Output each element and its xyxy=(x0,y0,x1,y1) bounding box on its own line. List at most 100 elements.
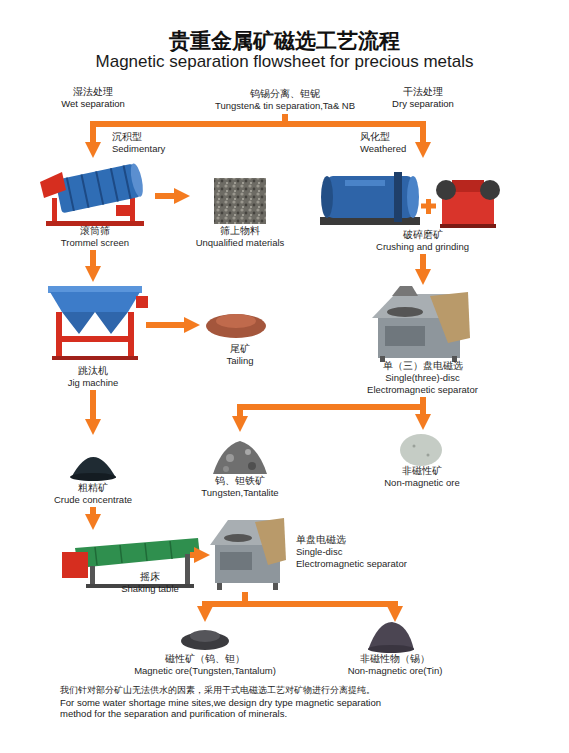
edge-label: 沉积型 Sedimentary xyxy=(112,131,174,155)
single-disc-separator-illustration xyxy=(210,518,286,590)
jig-illustration xyxy=(62,312,128,334)
flow-arrow xyxy=(245,592,395,611)
single-disc-separator-illustration xyxy=(224,534,252,542)
trommel-illustration xyxy=(40,172,66,198)
disc-separator-illustration xyxy=(430,292,470,343)
node-title: 摇床 xyxy=(140,571,160,583)
trommel-illustration xyxy=(67,166,131,211)
flow-arrow xyxy=(285,114,423,147)
process-node: 磁性矿（钨、钽）Magnetic ore(Tungsten,Tantalum) xyxy=(125,622,285,678)
single-disc-separator-illustration xyxy=(255,518,286,565)
process-label: 干法处理 xyxy=(373,86,473,98)
node-title: 跳汰机 xyxy=(78,365,108,377)
tailing-pile xyxy=(206,314,266,338)
node-subtitle: Jig machine xyxy=(68,377,119,389)
process-node: 滚筒筛Trommel screen xyxy=(35,158,155,250)
node-subtitle: Tungsten,Tantalite xyxy=(201,487,278,499)
node-subtitle: Crude concentrate xyxy=(54,494,132,506)
ball-mill-illustration xyxy=(345,180,385,186)
process-node: 摇床Shaking table xyxy=(50,530,190,596)
node-subtitle: Magnetic ore(Tungsten,Tantalum) xyxy=(134,665,276,677)
flow-arrow xyxy=(205,592,245,611)
node-title: 非磁性物（锡） xyxy=(360,653,430,665)
jig-illustration xyxy=(136,296,148,308)
shaking-table-illustration xyxy=(95,541,172,565)
node-subtitle: Tungsten& tin separation,Ta& NB xyxy=(215,100,355,112)
oversize-material-sample xyxy=(214,178,266,224)
process-node: 单（三）盘电磁选Single(three)-disc Electromagnet… xyxy=(355,285,490,397)
flow-arrow xyxy=(190,552,199,558)
node-subtitle: Non-magnetic ore xyxy=(384,477,460,489)
non-magnetic-sample xyxy=(427,454,430,457)
shaking-table-illustration xyxy=(62,538,200,588)
node-subtitle: Single-disc Electromagnetic separator xyxy=(296,546,410,570)
jaw-crusher-illustration xyxy=(436,180,500,228)
process-node: 跳汰机Jig machine xyxy=(40,282,146,390)
process-node: 钨、钽铁矿Tungsten,Tantalite xyxy=(195,432,285,500)
process-node: 尾矿Tailing xyxy=(200,300,280,368)
node-subtitle: Shaking table xyxy=(121,583,179,595)
magnetic-ore-pile xyxy=(181,630,229,650)
node-title: 钨、钽铁矿 xyxy=(215,475,265,487)
jig-illustration xyxy=(52,356,138,360)
flow-arrow xyxy=(420,254,426,274)
crude-concentrate-pile xyxy=(70,473,116,481)
tailing-pile xyxy=(216,314,256,328)
disc-separator-illustration xyxy=(385,326,425,346)
single-disc-separator-illustration xyxy=(220,552,252,570)
shaking-table-illustration xyxy=(185,554,190,584)
node-title: 滚筒筛 xyxy=(80,225,110,237)
tantalite-pile xyxy=(213,441,267,474)
node-title: 非磁性矿 xyxy=(402,465,442,477)
shaking-table-illustration xyxy=(75,538,200,568)
ball-mill-illustration xyxy=(321,176,333,218)
node-subtitle: Non-magnetic ore(Tin) xyxy=(348,665,443,677)
jaw-crusher-illustration xyxy=(452,180,484,192)
node-subtitle: Single(three)-disc Electromagnetic separ… xyxy=(355,372,490,396)
non-magnetic-sample xyxy=(400,434,442,466)
tin-ore-pile xyxy=(368,622,414,653)
shaking-table-illustration xyxy=(62,552,88,578)
flow-arrow xyxy=(93,114,285,147)
node-title: 钨锡分离、钽铌 xyxy=(250,88,320,100)
ball-mill-illustration xyxy=(320,217,420,225)
disc-separator-illustration xyxy=(372,286,470,362)
jig-illustration xyxy=(50,292,140,312)
trommel-illustration xyxy=(128,162,145,197)
node-title: 单盘电磁选 xyxy=(296,534,346,546)
node-title: 粗精矿 xyxy=(78,482,108,494)
node-title: 筛上物料 xyxy=(220,225,260,237)
plus-symbol xyxy=(421,199,436,214)
trommel-illustration xyxy=(40,162,145,226)
process-node: 非磁性物（锡）Non-magnetic ore(Tin) xyxy=(325,622,465,678)
process-node: 钨锡分离、钽铌Tungsten& tin separation,Ta& NB xyxy=(170,86,400,114)
plus-symbol xyxy=(421,199,436,214)
footnote: For some water shortage mine sites,we de… xyxy=(60,697,385,720)
single-disc-separator-illustration xyxy=(273,583,278,590)
jig-illustration xyxy=(56,336,134,342)
node-subtitle: Tailing xyxy=(227,355,254,367)
tin-ore-pile xyxy=(368,645,414,653)
tantalite-pile xyxy=(213,441,267,474)
jig-illustration xyxy=(48,286,142,293)
ball-mill-illustration xyxy=(394,172,402,222)
non-magnetic-sample xyxy=(413,445,416,448)
tantalite-pile xyxy=(226,454,234,462)
edge-label: 风化型 Weathered xyxy=(360,131,415,155)
process-node: 粗精矿Crude concentrate xyxy=(45,435,141,507)
node-subtitle: Crushing and grinding xyxy=(376,241,469,253)
flow-arrow xyxy=(90,390,96,424)
process-node: 筛上物料Unqualified materials xyxy=(190,172,290,250)
disc-separator-illustration xyxy=(387,307,423,317)
node-title: 破碎磨矿 xyxy=(403,229,443,241)
ball-mill-illustration xyxy=(320,172,420,225)
node-title: 单（三）盘电磁选 xyxy=(383,360,463,372)
node-subtitle: Trommel screen xyxy=(61,237,129,249)
subtitle: Magnetic separation flowsheet for precio… xyxy=(0,52,569,72)
non-magnetic-sample xyxy=(400,434,442,466)
process-node: 非磁性矿Non-magnetic ore xyxy=(372,430,472,490)
single-disc-separator-illustration xyxy=(217,583,222,590)
